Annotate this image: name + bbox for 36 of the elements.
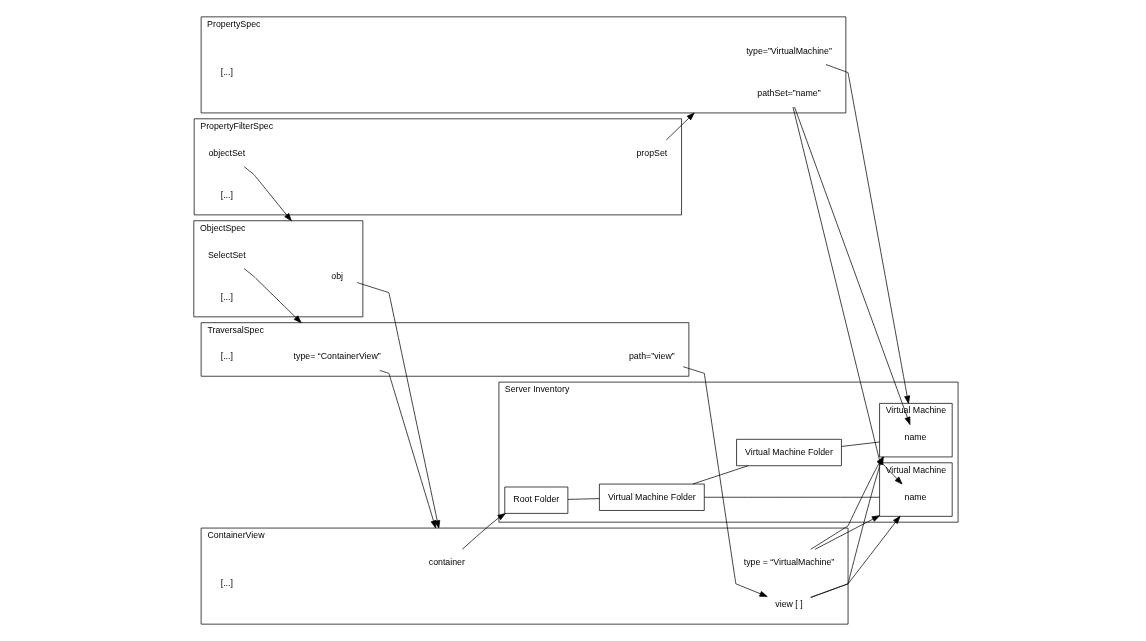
node-text: view [ ]: [775, 599, 803, 610]
arrow: [462, 513, 506, 550]
node-text: [...]: [220, 292, 233, 303]
node-text: propSet: [636, 147, 668, 158]
arrow: [243, 268, 302, 324]
connector: [841, 441, 880, 447]
connector: [692, 465, 749, 485]
node-text: pathSet=”name”: [757, 88, 821, 99]
arrow: [665, 112, 695, 141]
arrow: [356, 282, 441, 529]
node-box: Root Folder: [504, 486, 569, 514]
node-text: path=”view”: [628, 351, 675, 362]
node-text: objectSet: [208, 147, 246, 158]
node-text: [...]: [220, 351, 233, 362]
node-text: [...]: [220, 190, 233, 201]
arrow: [825, 64, 911, 404]
node-text: [...]: [220, 66, 233, 77]
arrow: [682, 366, 768, 597]
node-box: Virtual Machine Folder: [736, 438, 842, 467]
arrow: [814, 515, 880, 550]
node-text: name: [904, 432, 927, 443]
arrow: [792, 106, 903, 485]
node-text: name: [904, 491, 927, 502]
arrow: [243, 166, 292, 222]
node-text: type=”VirtualMachine”: [746, 45, 832, 56]
arrow: [794, 106, 911, 425]
connector: [704, 496, 880, 498]
node-text: type = “VirtualMachine”: [743, 556, 835, 567]
node-text: obj: [331, 270, 344, 281]
arrow: [379, 370, 437, 529]
node-text: [...]: [220, 578, 233, 589]
node-text: SelectSet: [207, 249, 246, 260]
node-text: container: [428, 556, 465, 567]
node-text: type= “ContainerView”: [293, 351, 381, 362]
connector: [567, 498, 600, 500]
node-box: Virtual Machine Folder: [599, 483, 705, 511]
